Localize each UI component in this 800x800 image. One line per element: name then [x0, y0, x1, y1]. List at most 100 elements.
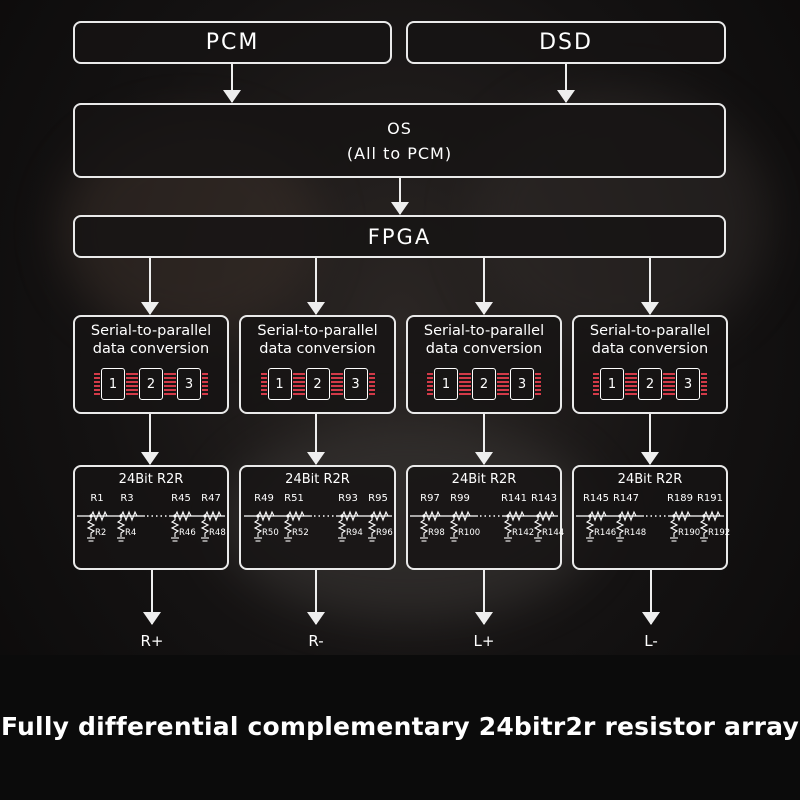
resistor-label: R189: [667, 493, 693, 504]
resistor-label: R3: [120, 493, 133, 504]
shunt-resistor: [585, 516, 595, 537]
os-title: OS: [387, 118, 412, 138]
series-resistor: [423, 510, 441, 522]
os-box: OS (All to PCM): [73, 103, 726, 178]
chip-1: 1: [427, 368, 465, 400]
r2r-title: 24Bit R2R: [617, 472, 683, 487]
shunt-resistor: [170, 516, 180, 537]
chip-3: 3: [503, 368, 541, 400]
resistor-label: R48: [209, 528, 226, 538]
shunt-resistor: [419, 516, 429, 537]
resistor-label: R4: [125, 528, 136, 538]
shunt-resistor: [337, 516, 346, 537]
converter-title-line2: data conversion: [425, 341, 543, 357]
r2r-title: 24Bit R2R: [118, 472, 184, 487]
arrow-dsd-os: [557, 64, 575, 103]
fpga-label: FPGA: [367, 224, 432, 249]
shunt-resistor: [253, 516, 262, 537]
arrow-out-3: [475, 570, 493, 625]
converter-title-line1: Serial-to-parallel: [423, 323, 545, 339]
shunt-resistor: [283, 516, 292, 537]
chip-1: 1: [593, 368, 631, 400]
shunt-resistor: [503, 516, 513, 537]
arrow-fpga-conv-4: [641, 258, 659, 315]
arrow-fpga-conv-3: [475, 258, 493, 315]
converter-box-2: Serial-to-parallel data conversion 1 2 3: [239, 315, 396, 414]
converter-title-line1: Serial-to-parallel: [90, 323, 212, 339]
converter-title-line2: data conversion: [259, 341, 376, 357]
chip-group: 1 2 3: [260, 368, 375, 400]
arrow-conv-r2r-3: [475, 414, 493, 465]
pcm-box: PCM: [73, 21, 392, 64]
resistor-label: R146: [594, 528, 616, 538]
arrow-os-fpga: [391, 178, 409, 215]
series-resistor: [619, 510, 637, 522]
series-resistor: [703, 510, 721, 522]
resistor-label: R144: [542, 528, 564, 538]
resistor-label: R190: [678, 528, 700, 538]
output-label-l-minus: L-: [644, 632, 658, 650]
resistor-label: R145: [583, 493, 609, 504]
chip-2: 2: [132, 368, 170, 400]
resistor-label: R95: [368, 493, 388, 504]
arrow-fpga-conv-1: [141, 258, 159, 315]
series-resistor: [204, 510, 222, 522]
arrow-out-2: [307, 570, 325, 625]
arrow-conv-r2r-2: [307, 414, 325, 465]
series-resistor: [507, 510, 525, 522]
resistor-label: R46: [179, 528, 196, 538]
chip-2: 2: [631, 368, 669, 400]
series-resistor: [589, 510, 607, 522]
converter-title-line2: data conversion: [92, 341, 210, 357]
chip-group: 1 2 3: [427, 368, 541, 400]
series-resistor: [287, 510, 304, 522]
resistor-label: R99: [450, 493, 470, 504]
shunt-resistor: [669, 516, 679, 537]
resistor-label: R97: [420, 493, 440, 504]
output-label-l-plus: L+: [473, 632, 495, 650]
resistor-label: R2: [95, 528, 106, 538]
shunt-resistor: [200, 516, 210, 537]
arrow-pcm-os: [223, 64, 241, 103]
bottom-band: [0, 655, 800, 800]
series-resistor: [673, 510, 691, 522]
shunt-resistor: [699, 516, 709, 537]
resistor-label: R47: [201, 493, 221, 504]
series-resistor: [537, 510, 555, 522]
resistor-label: R50: [262, 528, 279, 538]
arrow-conv-r2r-4: [641, 414, 659, 465]
arrow-conv-r2r-1: [141, 414, 159, 465]
resistor-label: R52: [292, 528, 309, 538]
series-resistor: [120, 510, 138, 522]
chip-1: 1: [94, 368, 132, 400]
resistor-label: R141: [501, 493, 527, 504]
os-subtitle: (All to PCM): [346, 143, 453, 163]
arrow-out-4: [642, 570, 660, 625]
shunt-resistor: [116, 516, 126, 537]
resistor-label: R98: [428, 528, 445, 538]
series-resistor: [371, 510, 388, 522]
series-resistor: [453, 510, 471, 522]
output-label-r-plus: R+: [140, 632, 164, 650]
converter-title-line2: data conversion: [591, 341, 709, 357]
output-label-r-minus: R-: [308, 632, 324, 650]
shunt-resistor: [86, 516, 96, 537]
resistor-label: R49: [254, 493, 274, 504]
resistor-label: R192: [708, 528, 730, 538]
fpga-box: FPGA: [73, 215, 726, 258]
resistor-label: R93: [338, 493, 358, 504]
r2r-title: 24Bit R2R: [451, 472, 517, 487]
resistor-label: R45: [171, 493, 191, 504]
chip-3: 3: [170, 368, 208, 400]
resistor-label: R143: [531, 493, 557, 504]
converter-title-line1: Serial-to-parallel: [257, 323, 378, 339]
resistor-label: R147: [613, 493, 639, 504]
